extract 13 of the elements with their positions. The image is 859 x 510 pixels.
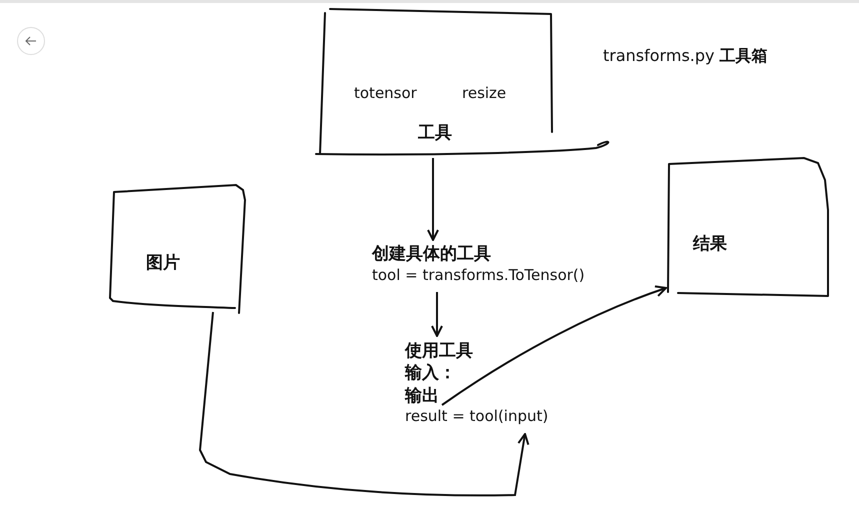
step-heading: 创建具体的工具 (372, 243, 491, 265)
arrow (199, 312, 530, 496)
note-text: transforms.py 工具箱 (603, 46, 768, 67)
step-line: 输入： (405, 362, 456, 384)
arrow (427, 158, 439, 241)
arrow (431, 292, 443, 337)
arrow (441, 286, 667, 406)
code-line: tool = transforms.ToTensor() (372, 266, 585, 284)
box-title: 图片 (146, 252, 180, 274)
step-heading: 使用工具 (405, 340, 473, 362)
code-line: result = tool(input) (405, 407, 548, 425)
box-title: 结果 (693, 233, 727, 255)
step-line: 输出 (405, 385, 439, 407)
